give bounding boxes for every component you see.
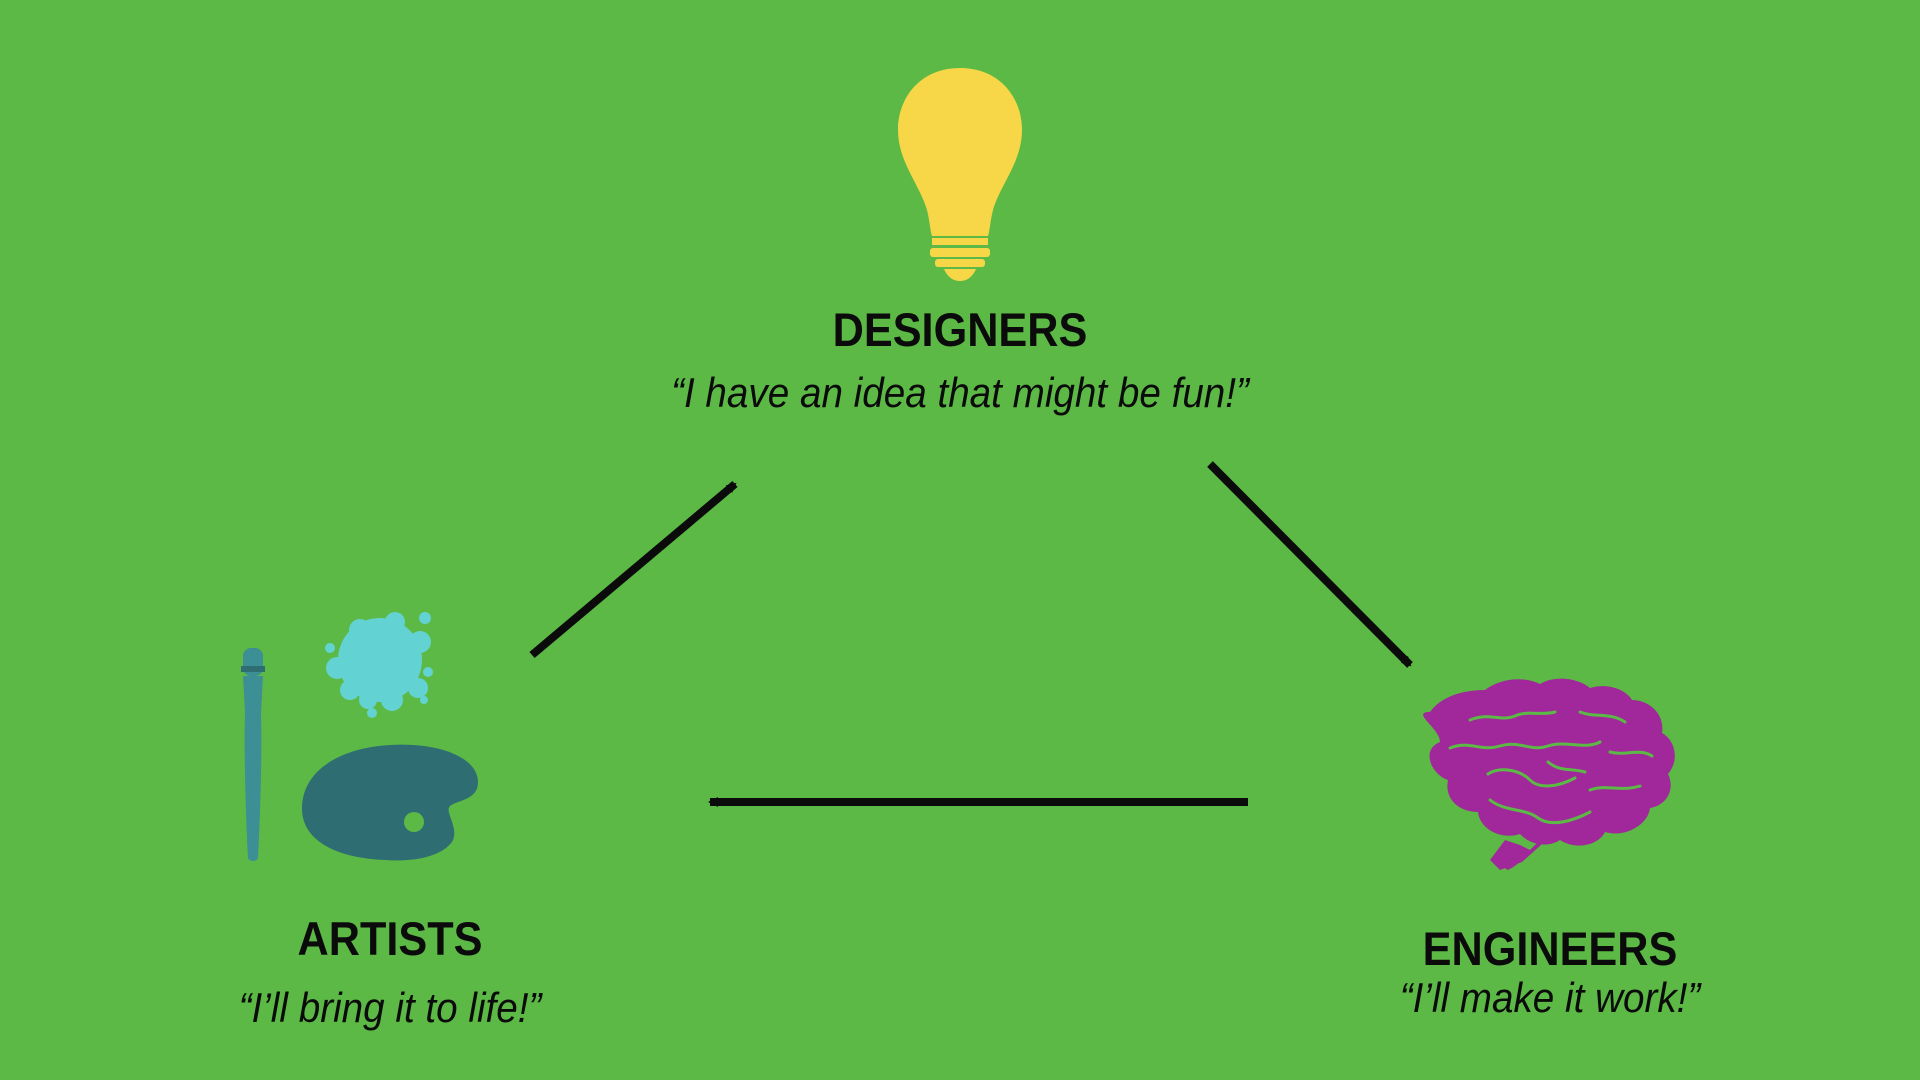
arrow-artists-to-designers bbox=[529, 480, 738, 659]
artists-title: ARTISTS bbox=[297, 912, 483, 965]
brain-icon bbox=[1423, 678, 1675, 870]
artists-quote: “I’ll bring it to life!” bbox=[238, 984, 542, 1031]
engineers-quote: “I’ll make it work!” bbox=[1399, 974, 1701, 1021]
designers-title: DESIGNERS bbox=[832, 303, 1088, 356]
designers-quote: “I have an idea that might be fun!” bbox=[671, 369, 1249, 416]
lightbulb-icon bbox=[898, 68, 1022, 281]
paintbrush-palette-icon bbox=[241, 612, 478, 861]
arrow-designers-to-engineers bbox=[1207, 461, 1413, 668]
engineers-title: ENGINEERS bbox=[1422, 922, 1678, 975]
